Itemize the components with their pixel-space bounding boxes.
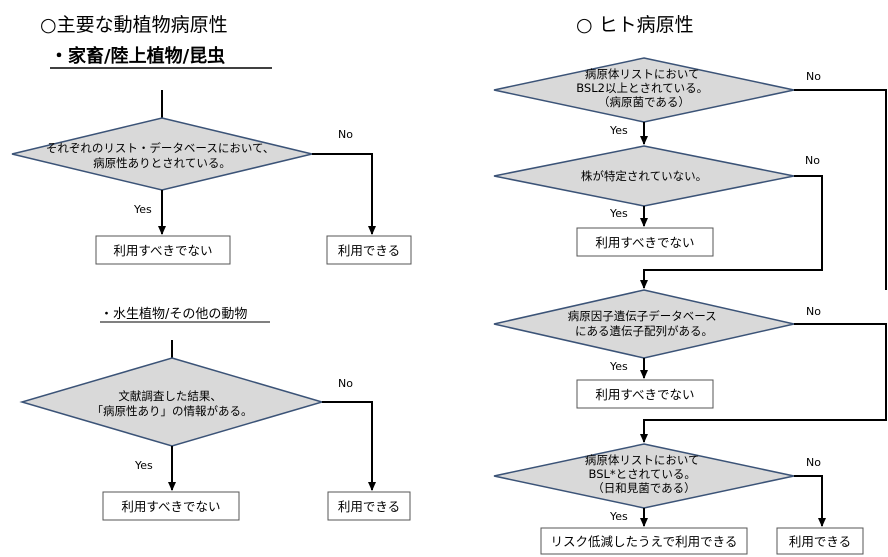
label-d5-no: No	[806, 305, 821, 318]
decision-3-line-1: 病原体リストにおいて	[585, 67, 700, 81]
outcome-usable-1: 利用できる	[338, 243, 400, 258]
label-d3-yes: Yes	[609, 124, 628, 137]
outcome-box-not-usable-3	[576, 227, 714, 257]
outcome-usable-2: 利用できる	[338, 499, 400, 514]
right-title: ○ ヒト病原性	[576, 14, 694, 36]
outcome-not-usable-3: 利用すべきでない	[595, 235, 694, 250]
decision-2-line-1: 文献調査した結果、	[118, 389, 222, 403]
outcome-not-usable-4: 利用すべきでない	[595, 387, 694, 402]
label-d1-no: No	[338, 128, 353, 141]
decision-5-text: 病原因子遺伝子データベース にある遺伝子配列がある。	[568, 309, 721, 338]
outcome-box-not-usable-4	[576, 379, 714, 409]
decision-5-line-2: にある遺伝子配列がある。	[575, 324, 713, 338]
left-title: ○主要な動植物病原性	[40, 14, 228, 36]
decision-3-line-3: （病原菌である）	[598, 95, 690, 109]
decision-2-text: 文献調査した結果、 「病原性あり」の情報がある。	[92, 389, 253, 418]
outcome-box-usable-3	[776, 527, 864, 555]
decision-6-line-3: （日和見菌である）	[592, 481, 695, 495]
label-d6-yes: Yes	[609, 510, 628, 523]
arrow-d1-no	[312, 153, 376, 235]
label-d5-yes: Yes	[609, 360, 628, 373]
decision-5-line-1: 病原因子遺伝子データベース	[568, 309, 717, 323]
label-d1-yes: Yes	[133, 203, 152, 216]
label-d4-yes: Yes	[609, 207, 628, 220]
label-d2-no: No	[338, 377, 353, 390]
outcome-not-usable-1: 利用すべきでない	[113, 243, 212, 258]
arrow-d4-no	[640, 175, 823, 289]
decision-3-line-2: BSL2以上とされている。	[576, 81, 708, 95]
decision-2-line-2: 「病原性あり」の情報がある。	[92, 404, 253, 418]
left-subtitle-2: ・水生植物/その他の動物	[100, 307, 247, 322]
decision-1-line-2: 病原性ありとされている。	[93, 156, 231, 170]
line-d3-no	[794, 89, 887, 290]
outcome-not-usable-2: 利用すべきでない	[121, 499, 220, 514]
label-d6-no: No	[806, 456, 821, 469]
outcome-box-not-usable-1	[95, 235, 231, 265]
decision-3-text: 病原体リストにおいて BSL2以上とされている。 （病原菌である）	[576, 67, 712, 109]
decision-1-text: それぞれのリスト・データベースにおいて、 病原性ありとされている。	[46, 141, 278, 170]
decision-6-line-1: 病原体リストにおいて	[585, 453, 700, 467]
outcome-box-usable-1	[326, 235, 412, 265]
label-d2-yes: Yes	[134, 459, 153, 472]
arrow-d5-no	[640, 323, 887, 443]
label-d3-no: No	[806, 70, 821, 83]
decision-6-line-2: BSL*とされている。	[589, 467, 696, 481]
left-subtitle: ・家畜/陸上植物/昆虫	[50, 45, 225, 67]
decision-1-line-1: それぞれのリスト・データベースにおいて、	[46, 141, 275, 155]
arrow-d6-no	[794, 475, 826, 527]
outcome-usable-3: 利用できる	[789, 534, 851, 549]
outcome-box-usable-after-risk	[540, 527, 748, 555]
decision-6-text: 病原体リストにおいて BSL*とされている。 （日和見菌である）	[585, 453, 703, 495]
outcome-box-not-usable-2	[102, 491, 240, 521]
decision-4-text: 株が特定されていない。	[581, 169, 707, 183]
arrow-d2-no	[322, 401, 376, 491]
label-d4-no: No	[805, 154, 820, 167]
outcome-usable-after-risk: リスク低減したうえで利用できる	[551, 534, 738, 549]
outcome-box-usable-2	[327, 491, 411, 521]
